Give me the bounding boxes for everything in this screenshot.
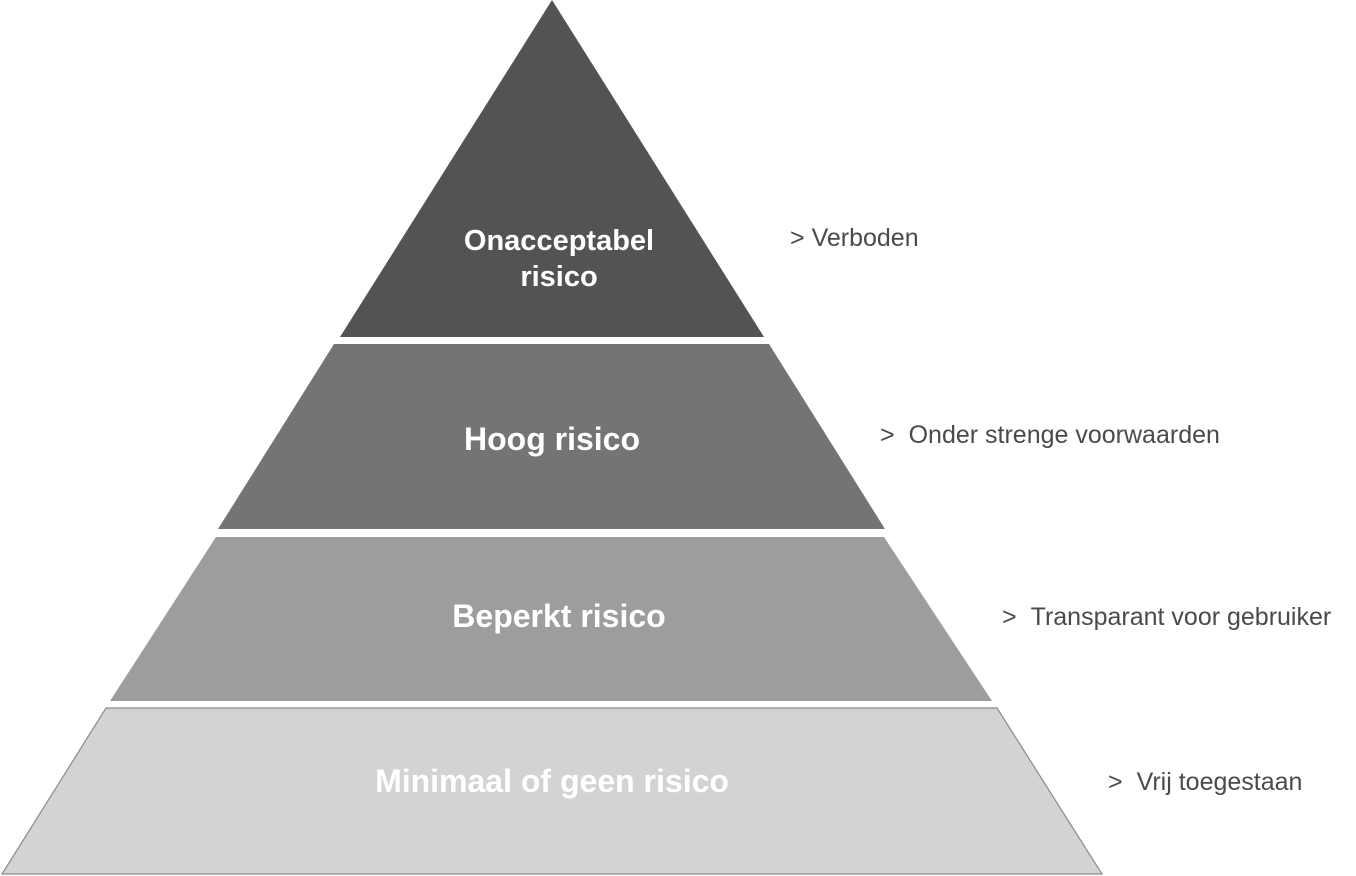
chevron-right-icon: > — [880, 421, 895, 449]
tier-minimal-risk-label: Minimaal of geen risico — [375, 763, 729, 799]
tier-limited-risk-label: Beperkt risico — [452, 598, 665, 634]
chevron-right-icon: > — [1108, 768, 1123, 796]
note-minimal-risk: > Vrij toegestaan — [1108, 770, 1302, 795]
note-text-forbidden: Verboden — [811, 224, 919, 252]
tier-high-risk-shape — [218, 344, 885, 529]
tier-unacceptable-risk-label-line2: risico — [520, 261, 597, 293]
chevron-right-icon: > — [790, 224, 805, 252]
tier-limited-risk-shape — [110, 537, 992, 701]
tier-unacceptable-risk-shape — [340, 0, 764, 337]
tier-high-risk-label: Hoog risico — [464, 421, 640, 457]
chevron-right-icon: > — [1002, 603, 1017, 631]
note-text-freely-allowed: Vrij toegestaan — [1136, 768, 1303, 796]
note-text-strict-conditions: Onder strenge voorwaarden — [908, 421, 1220, 449]
note-limited-risk: > Transparant voor gebruiker — [1002, 605, 1331, 630]
note-high-risk: > Onder strenge voorwaarden — [880, 423, 1220, 448]
note-text-transparent: Transparant voor gebruiker — [1030, 603, 1332, 631]
tier-minimal-risk-shape — [0, 707, 1104, 875]
tier-unacceptable-risk-label-line1: Onacceptabel — [464, 225, 654, 257]
note-unacceptable-risk: > Verboden — [790, 226, 919, 251]
